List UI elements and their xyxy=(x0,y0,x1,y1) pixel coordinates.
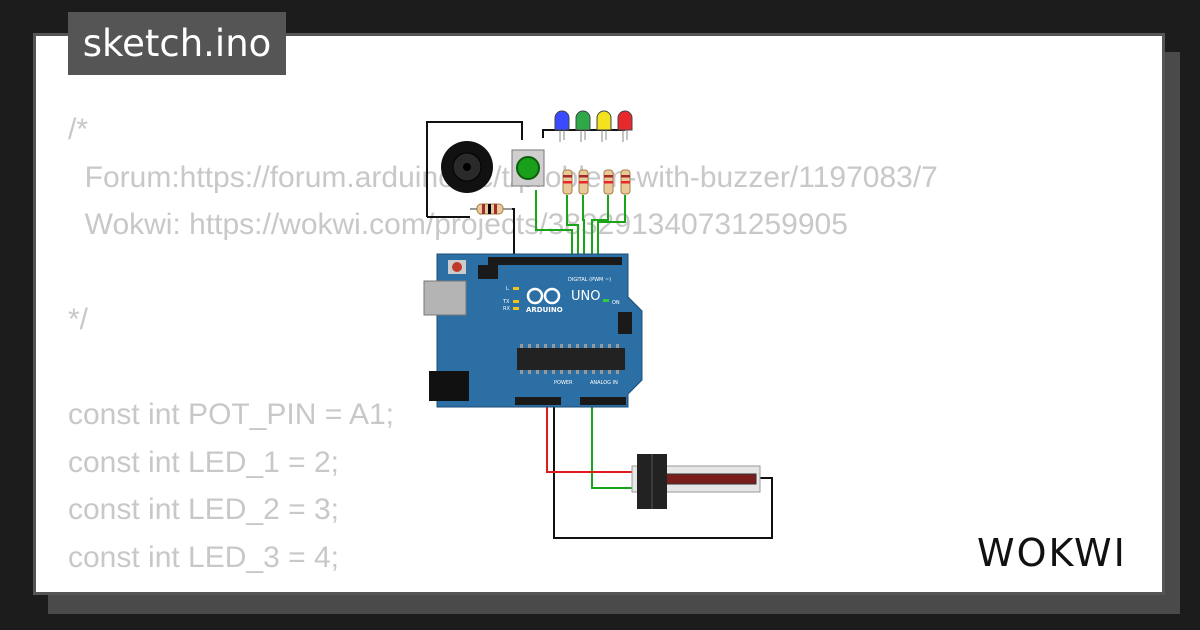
code-line: Wokwi: https://wokwi.com/projects/383291… xyxy=(68,208,848,241)
arduino-uno: UNO ARDUINO DIGITAL (PWM ~) POWER ANALOG… xyxy=(423,253,643,408)
board-brand: ARDUINO xyxy=(526,306,563,314)
wire-power xyxy=(546,398,636,473)
board-model: UNO xyxy=(571,289,600,304)
pushbutton xyxy=(511,149,545,187)
microcontroller xyxy=(517,348,625,370)
power-jack xyxy=(429,371,469,401)
l-label: L xyxy=(506,286,509,292)
usb-port xyxy=(423,280,467,316)
file-tab[interactable]: sketch.ino xyxy=(68,12,286,75)
slide-potentiometer xyxy=(631,454,761,509)
wokwi-logo: WOKWI xyxy=(977,531,1127,575)
code-line: const int POT_PIN = A1; xyxy=(68,398,394,431)
code-line: Forum:https://forum.arduino.cc/t/problem… xyxy=(68,160,938,194)
led-green xyxy=(575,110,591,142)
arduino-logo-icon xyxy=(526,287,561,305)
code-preview: /* Forum:https://forum.arduino.cc/t/prob… xyxy=(68,106,938,592)
header-power-label: POWER xyxy=(554,380,573,386)
led-resistors xyxy=(562,169,631,195)
header-digital-label: DIGITAL (PWM ~) xyxy=(568,277,611,283)
rx-label: RX xyxy=(503,306,510,312)
code-line: /* xyxy=(68,113,89,146)
code-line: const int LED_2 = 3; xyxy=(68,493,339,526)
code-line: const int LED_4 = 5; xyxy=(68,581,938,592)
header-analog-label: ANALOG IN xyxy=(590,380,618,386)
led-yellow xyxy=(596,110,612,142)
led-blue xyxy=(554,110,570,142)
on-label: ON xyxy=(612,300,620,306)
code-line: */ xyxy=(68,303,89,336)
led-red xyxy=(617,110,633,142)
led-group xyxy=(554,110,633,142)
resistor xyxy=(470,203,512,215)
code-line: const int LED_3 = 4; xyxy=(68,540,339,574)
wire-signal xyxy=(535,190,636,489)
code-line: const int LED_1 = 2; xyxy=(68,445,339,479)
wokwi-wordmark: WOKWI xyxy=(977,531,1127,575)
buzzer xyxy=(441,141,493,193)
tx-label: TX xyxy=(502,299,510,305)
reset-button xyxy=(452,262,462,272)
